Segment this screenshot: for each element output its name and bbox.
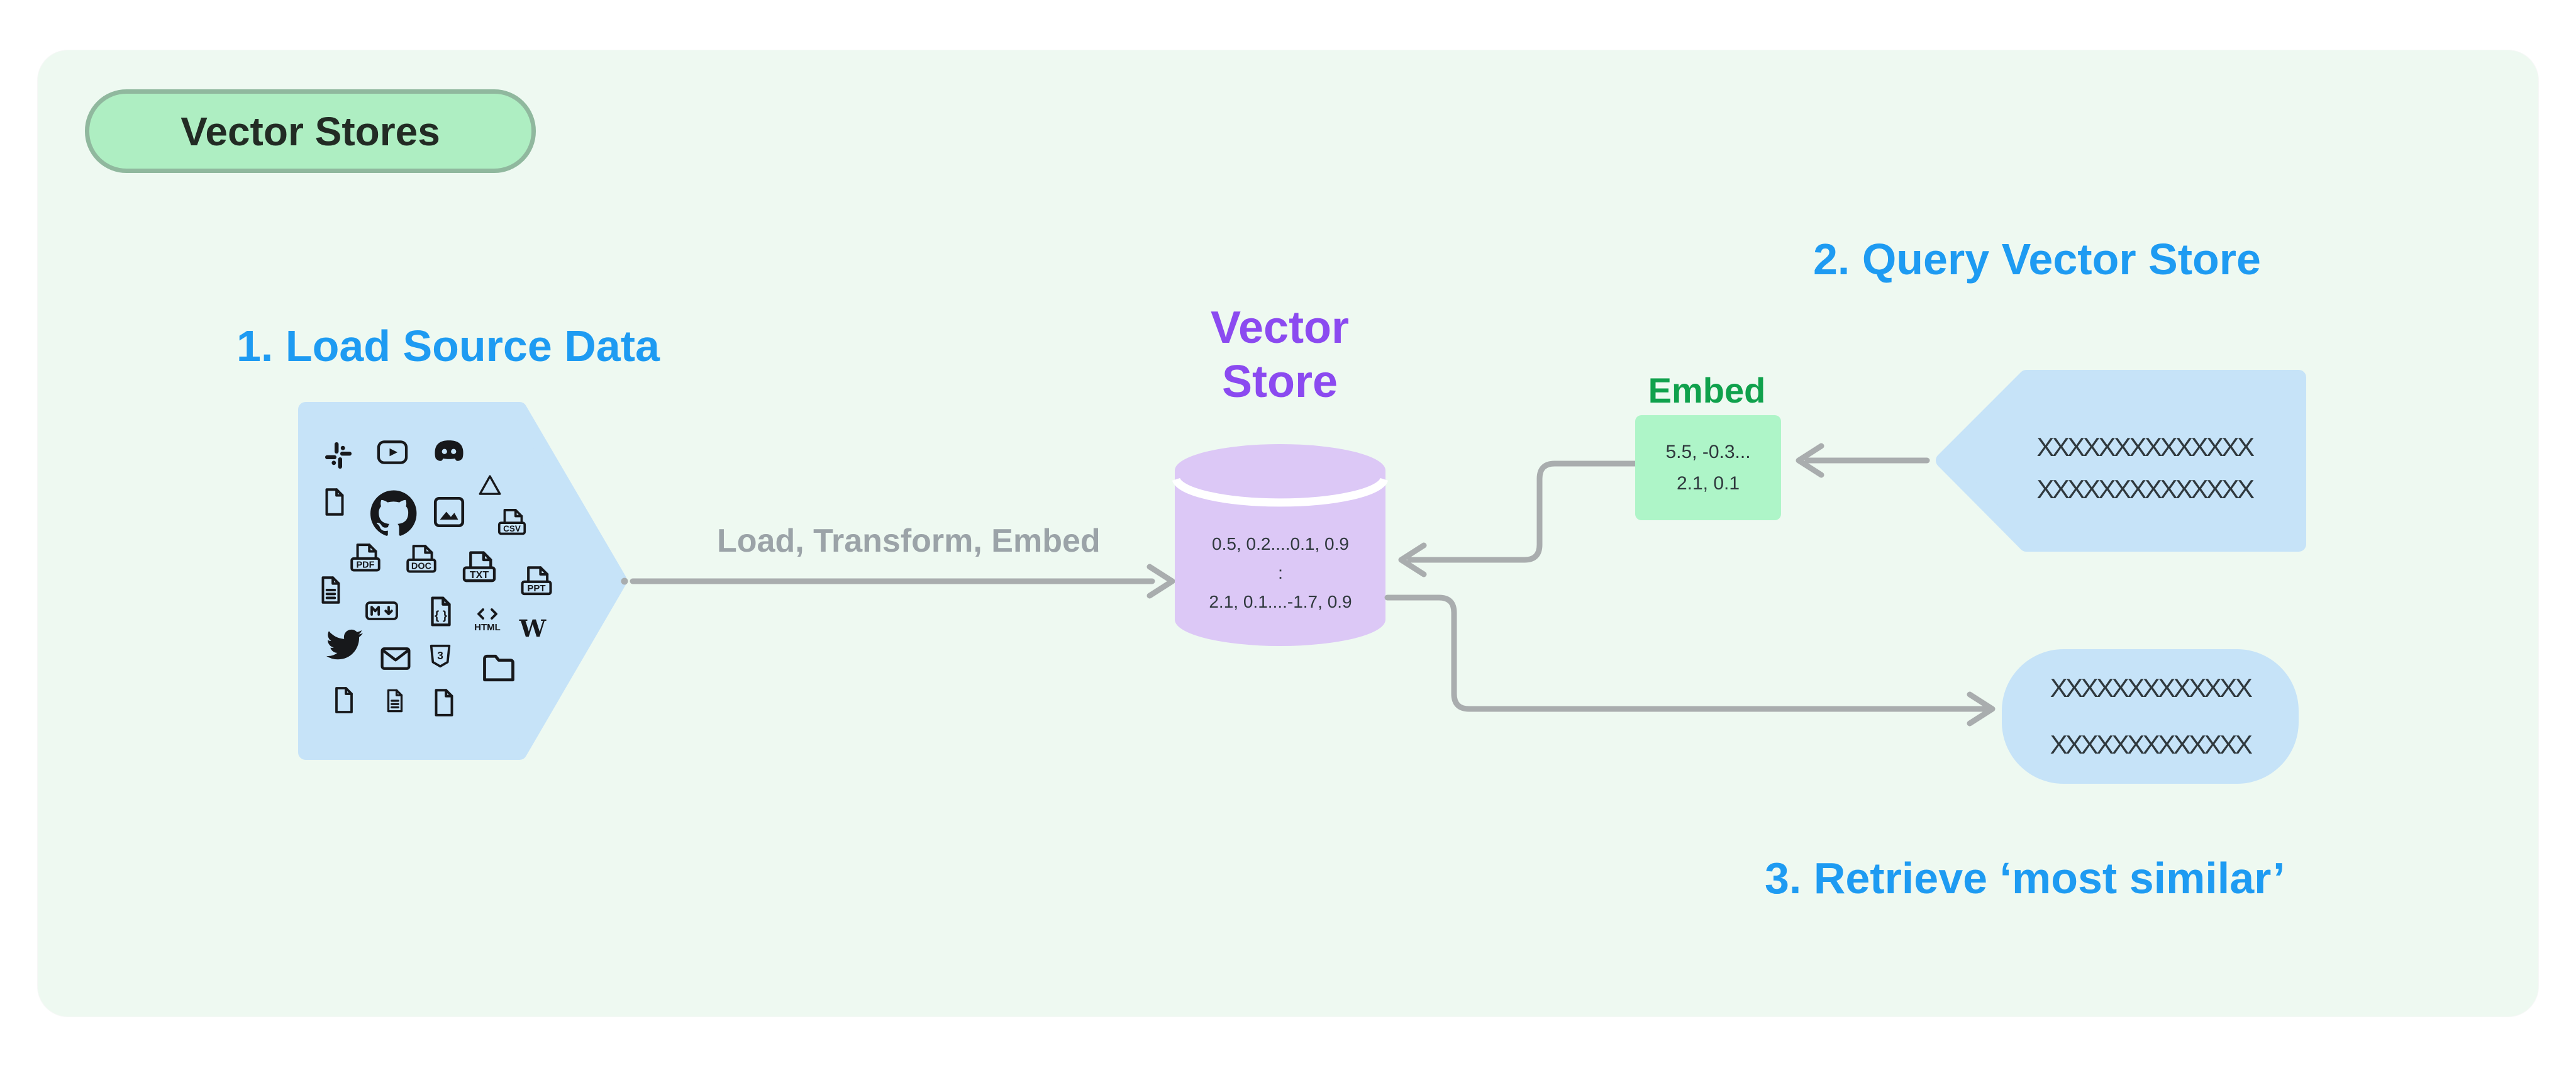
image-icon	[431, 494, 467, 530]
file-icon	[329, 685, 359, 715]
vector-store-title: Vector Store	[1151, 301, 1409, 409]
step3-heading: 3. Retrieve ‘most similar’	[1765, 854, 2285, 903]
vector-stores-badge: Vector Stores	[85, 89, 536, 173]
vector-store-title-line2: Store	[1221, 357, 1338, 407]
markdown-icon	[364, 593, 399, 628]
query-to-embed-arrowhead	[1796, 443, 1824, 478]
cylinder-vector-values: 0.5, 0.2....0.1, 0.9 : 2.1, 0.1....-1.7,…	[1175, 530, 1386, 616]
slack-icon	[323, 440, 353, 471]
query-text-line1: XXXXXXXXXXXXXX	[2036, 432, 2255, 462]
svg-text:3: 3	[437, 649, 443, 662]
folder-icon	[480, 649, 518, 687]
css3-icon: 3	[426, 642, 455, 671]
cylinder-row-3: 2.1, 0.1....-1.7, 0.9	[1209, 592, 1352, 611]
step2-heading: 2. Query Vector Store	[1813, 235, 2261, 284]
vector-stores-badge-label: Vector Stores	[180, 108, 440, 154]
file-chip-icon: PPT	[518, 565, 555, 603]
query-pentagon	[1936, 370, 2306, 552]
file-lines-icon	[315, 574, 347, 606]
youtube-icon	[375, 435, 409, 469]
code-file-icon: { }	[424, 594, 458, 628]
embed-to-store-arrowhead	[1398, 542, 1427, 577]
cylinder-row-2: :	[1278, 563, 1283, 582]
wikipedia-icon: W	[519, 613, 547, 642]
cylinder-lid-stripe	[1172, 477, 1389, 507]
load-arrow-dot	[621, 577, 628, 585]
svg-text:PPT: PPT	[527, 583, 545, 594]
discord-icon	[431, 433, 467, 469]
embed-row-1: 5.5, -0.3...	[1665, 441, 1751, 462]
file-chip-icon: PDF	[347, 542, 384, 579]
envelope-icon	[379, 642, 413, 676]
embed-to-store-line	[1407, 460, 1638, 563]
twitter-icon	[325, 625, 364, 664]
store-to-result-line	[1384, 594, 1988, 712]
file-chip-icon: TXT	[459, 550, 499, 590]
embed-vector-box: 5.5, -0.3... 2.1, 0.1	[1635, 415, 1781, 520]
vector-store-cylinder	[1175, 444, 1385, 646]
result-text-line1: XXXXXXXXXXXXX	[2050, 673, 2253, 703]
result-text-line2: XXXXXXXXXXXXX	[2050, 730, 2253, 759]
vector-store-title-line1: Vector	[1210, 303, 1350, 353]
cylinder-row-1: 0.5, 0.2....0.1, 0.9	[1212, 534, 1349, 554]
svg-text:DOC: DOC	[411, 562, 432, 572]
load-arrowhead	[1146, 564, 1175, 599]
load-transform-embed-label: Load, Transform, Embed	[717, 523, 1101, 559]
svg-text:{ }: { }	[435, 609, 448, 622]
svg-text:CSV: CSV	[503, 524, 521, 533]
file-lines-icon	[382, 688, 408, 714]
result-rounded-box: XXXXXXXXXXXXX XXXXXXXXXXXXX	[2002, 649, 2299, 784]
store-to-result-arrowhead	[1967, 691, 1996, 727]
gdrive-icon	[477, 472, 503, 499]
embed-label: Embed	[1648, 371, 1766, 410]
github-icon	[370, 489, 417, 536]
svg-text:TXT: TXT	[470, 570, 489, 581]
embed-row-2: 2.1, 0.1	[1676, 472, 1740, 494]
svg-text:PDF: PDF	[357, 560, 375, 571]
file-chip-icon: CSV	[495, 508, 529, 542]
file-icon	[428, 687, 460, 718]
step1-heading: 1. Load Source Data	[236, 321, 660, 371]
query-text-line2: XXXXXXXXXXXXXX	[2036, 474, 2255, 504]
svg-text:HTML: HTML	[474, 622, 501, 633]
html-icon: HTML	[470, 603, 505, 638]
file-icon	[319, 486, 350, 518]
file-chip-icon: DOC	[403, 543, 440, 580]
